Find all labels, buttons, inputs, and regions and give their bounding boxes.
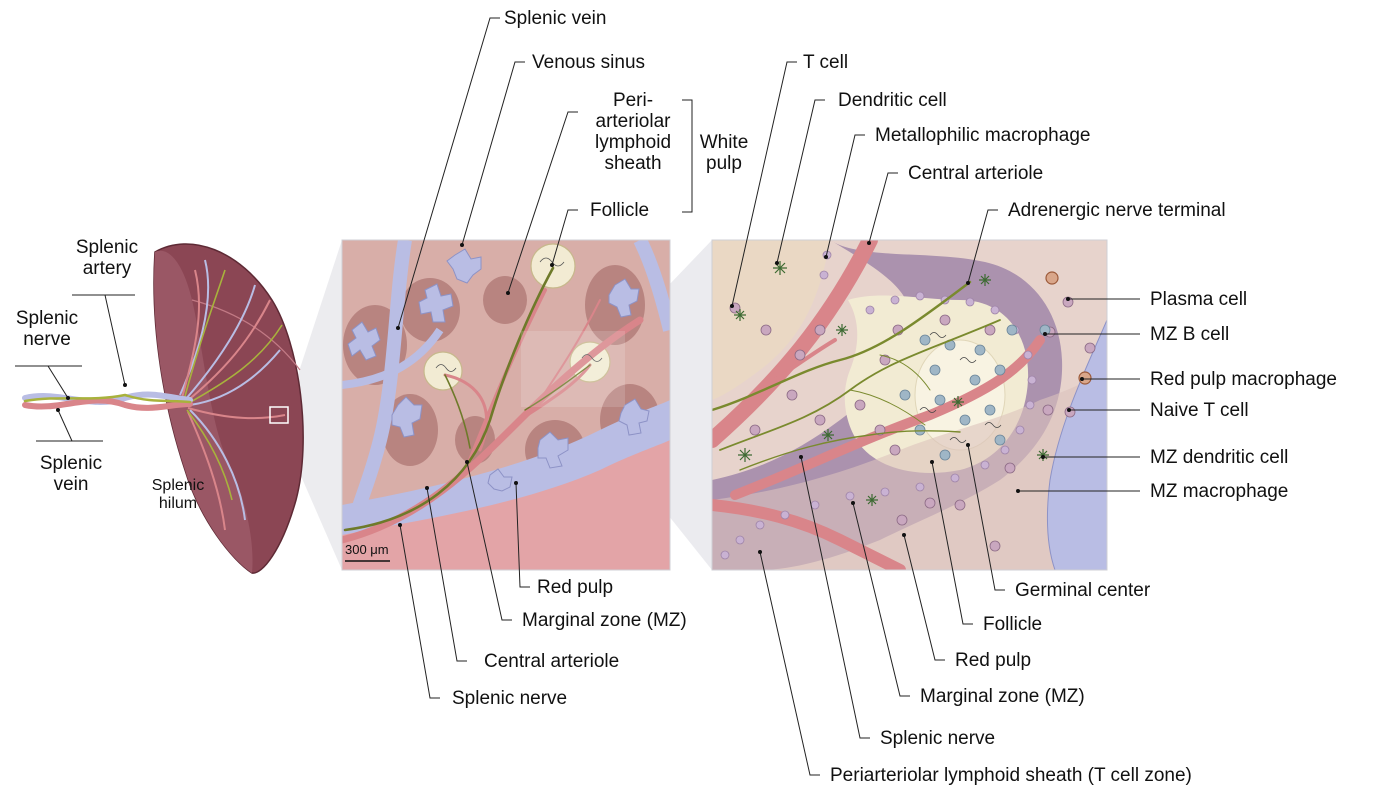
label-splenic-vein-left: Splenic vein (26, 453, 116, 495)
label-red-pulp-right: Red pulp (955, 650, 1031, 671)
label-t-cell: T cell (803, 52, 848, 73)
label-splenic-nerve-right: Splenic nerve (880, 728, 995, 749)
label-metallophilic-macrophage: Metallophilic macrophage (875, 125, 1090, 146)
label-marginal-zone-mid: Marginal zone (MZ) (522, 610, 687, 631)
label-naive-t-cell: Naive T cell (1150, 400, 1249, 421)
spleen-organ (154, 244, 303, 573)
label-red-pulp-mid: Red pulp (537, 577, 613, 598)
label-central-arteriole-right: Central arteriole (908, 163, 1043, 184)
marginal-zone-detail-panel (712, 240, 1107, 570)
label-splenic-vein-top: Splenic vein (504, 8, 606, 29)
hilar-vessel-bundle (25, 395, 190, 408)
label-plasma-cell: Plasma cell (1150, 289, 1247, 310)
label-follicle-mid: Follicle (590, 200, 649, 221)
label-white-pulp: White pulp (694, 132, 754, 174)
label-dendritic-cell: Dendritic cell (838, 90, 947, 111)
label-marginal-zone-right: Marginal zone (MZ) (920, 686, 1085, 707)
label-splenic-nerve-left: Splenic nerve (2, 308, 92, 350)
label-pals-full: Periarteriolar lymphoid sheath (T cell z… (830, 765, 1192, 786)
label-venous-sinus: Venous sinus (532, 52, 645, 73)
label-splenic-hilum: Splenic hilum (138, 477, 218, 513)
red-white-pulp-panel (342, 240, 670, 570)
label-scale-bar: 300 μm (345, 543, 389, 557)
label-adrenergic-nerve-terminal: Adrenergic nerve terminal (1008, 200, 1226, 221)
label-mz-macrophage: MZ macrophage (1150, 481, 1288, 502)
label-mz-b-cell: MZ B cell (1150, 324, 1229, 345)
label-follicle-right: Follicle (983, 614, 1042, 635)
label-mz-dendritic-cell: MZ dendritic cell (1150, 447, 1288, 468)
label-splenic-nerve-mid: Splenic nerve (452, 688, 567, 709)
label-red-pulp-macrophage: Red pulp macrophage (1150, 369, 1337, 390)
label-pals-short: Peri- arteriolar lymphoid sheath (580, 90, 686, 174)
label-splenic-artery: Splenic artery (62, 237, 152, 279)
label-germinal-center: Germinal center (1015, 580, 1150, 601)
label-central-arteriole-mid: Central arteriole (484, 651, 619, 672)
